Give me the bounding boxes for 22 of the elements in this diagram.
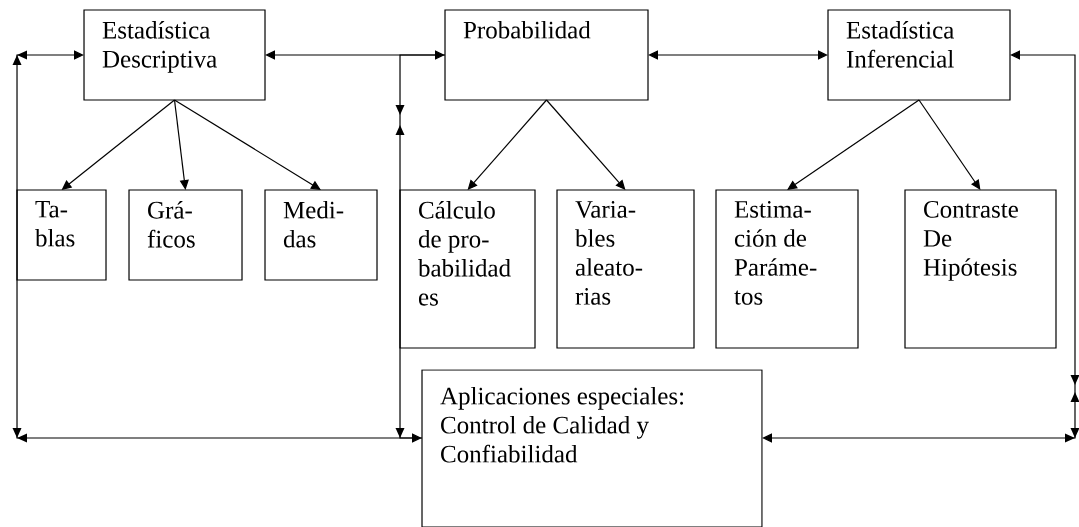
concept-box: Grá- ficos xyxy=(128,189,243,281)
arrow xyxy=(173,99,321,190)
concept-box: Varia- bles aleato- rias xyxy=(556,189,695,349)
arrow xyxy=(173,99,189,190)
concept-box: Cálculo de pro- babilidad es xyxy=(399,189,536,349)
concept-box: Aplicaciones especiales: Control de Calidad y Confiabilidad xyxy=(421,369,763,527)
concept-box: Estadística Descriptiva xyxy=(83,9,266,101)
concept-box: Contraste De Hipótesis xyxy=(904,189,1057,349)
arrow xyxy=(918,99,981,190)
concept-box: Ta- blas xyxy=(16,189,107,281)
arrow xyxy=(787,99,920,190)
concept-box: Estadística Inferencial xyxy=(827,9,1011,101)
concept-box: Estima- ción de Paráme- tos xyxy=(715,189,859,349)
arrow xyxy=(395,54,446,443)
concept-box: Medi- das xyxy=(264,189,378,281)
arrow xyxy=(467,99,548,190)
arrow xyxy=(545,99,626,190)
arrow xyxy=(265,50,445,60)
concept-box: Probabilidad xyxy=(444,9,649,101)
arrow xyxy=(648,50,828,60)
arrow xyxy=(762,50,1079,443)
arrow xyxy=(12,50,423,443)
